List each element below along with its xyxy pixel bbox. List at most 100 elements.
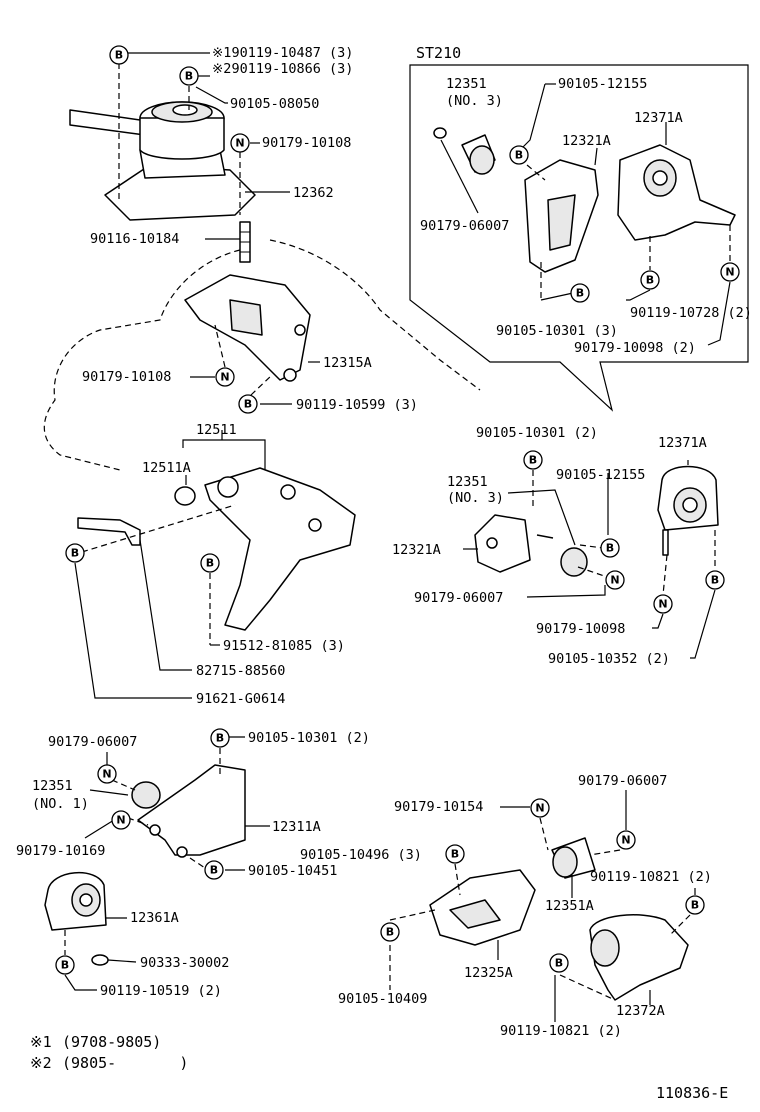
svg-text:B: B [206,557,214,570]
inset-st210: ST210 [409,44,749,412]
part-label: 12511A [142,460,191,476]
nut-badge: N [605,570,625,590]
nut-badge: N [653,594,673,614]
svg-text:N: N [658,598,667,611]
svg-text:B: B [576,287,584,300]
svg-text:B: B [515,149,523,162]
engine-mount-upper [69,101,256,263]
part-label: 90179-06007 [48,734,137,750]
part-label: 12362 [293,185,334,201]
bolt-badge: B [445,844,465,864]
badges: B B N N B B B B B B N B B N N B B N N B … [55,45,740,975]
bolt-badge: B [685,895,705,915]
part-label: 12351 [32,778,73,794]
part-label: 90105-10451 [248,863,337,879]
part-label: 12351 [446,76,487,92]
svg-text:N: N [102,768,111,781]
svg-text:B: B [529,454,537,467]
part-label: (NO. 3) [446,93,503,109]
right-mid-parts [474,465,719,577]
svg-text:B: B [646,274,654,287]
engine-bracket-12315a [184,274,311,382]
svg-text:N: N [621,834,630,847]
svg-text:B: B [216,732,224,745]
svg-text:B: B [244,398,252,411]
svg-text:B: B [71,547,79,560]
part-label: 90105-10301 (3) [496,323,618,339]
svg-text:B: B [451,848,459,861]
part-label: 90119-10728 (2) [630,305,752,321]
footnote-mark-1: ※1 [30,1033,52,1051]
nut-badge: N [530,798,550,818]
nut-badge: N [97,764,117,784]
part-label: 12371A [634,110,683,126]
part-label: ※190119-10487 (3) [212,45,353,61]
svg-text:B: B [115,49,123,62]
engine-outline [43,239,481,471]
part-label: 90119-10599 (3) [296,397,418,413]
leader-lines [64,52,731,1022]
part-labels: ※190119-10487 (3) ※290119-10866 (3) 9010… [16,45,752,1039]
part-label: 82715-88560 [196,663,285,679]
bolt-badge: B [523,450,543,470]
part-label: 12325A [464,965,513,981]
left-bottom-parts [44,764,246,966]
catalog-number: 110836-E [656,1084,728,1102]
svg-text:B: B [555,957,563,970]
svg-text:B: B [691,899,699,912]
svg-text:B: B [185,70,193,83]
part-label: 90179-06007 [414,590,503,606]
svg-text:B: B [210,864,218,877]
bolt-badge: B [210,728,230,748]
part-label: 90119-10821 (2) [590,869,712,885]
nut-badge: N [111,810,131,830]
part-label: 12361A [130,910,179,926]
svg-text:N: N [116,814,125,827]
part-label: 90119-10519 (2) [100,983,222,999]
svg-text:B: B [606,542,614,555]
part-label: 12315A [323,355,372,371]
footnote-text-2: (9805- ) [62,1054,188,1072]
part-label: (NO. 1) [32,796,89,812]
part-label: (NO. 3) [447,490,504,506]
part-label: 90179-10169 [16,843,105,859]
part-label: 12321A [392,542,441,558]
rear-mount-bracket-12511 [77,467,356,631]
part-label: 90179-06007 [420,218,509,234]
svg-text:N: N [725,266,734,279]
bolt-badge: B [65,543,85,563]
svg-text:N: N [220,371,229,384]
bolt-badge: B [179,66,199,86]
bolt-badge: B [600,538,620,558]
part-label: 90105-10352 (2) [548,651,670,667]
bolt-badge: B [705,570,725,590]
svg-text:B: B [711,574,719,587]
bolt-badge: B [55,955,75,975]
part-label: 90179-10108 [262,135,351,151]
footnote-mark-2: ※2 [30,1054,52,1072]
part-label: 90179-10108 [82,369,171,385]
bolt-badge: B [640,270,660,290]
svg-text:N: N [610,574,619,587]
nut-badge: N [230,133,250,153]
part-label: 12371A [658,435,707,451]
bolt-badge: B [509,145,529,165]
inset-title: ST210 [416,44,461,62]
bolt-badge: B [238,394,258,414]
part-label: 12511 [196,422,237,438]
part-label: 91621-G0614 [196,691,285,707]
nut-badge: N [215,367,235,387]
part-label: 90119-10821 (2) [500,1023,622,1039]
bolt-badge: B [200,553,220,573]
part-label: 90105-12155 [556,467,645,483]
part-label: 12321A [562,133,611,149]
part-label: 12372A [616,1003,665,1019]
footnote-text-1: (9708-9805) [62,1033,161,1051]
part-label: 90179-10154 [394,799,483,815]
part-label: 90105-10301 (2) [248,730,370,746]
part-label: ※290119-10866 (3) [212,61,353,77]
right-bottom-parts [429,837,689,1001]
part-label: 12351 [447,474,488,490]
nut-badge: N [720,262,740,282]
